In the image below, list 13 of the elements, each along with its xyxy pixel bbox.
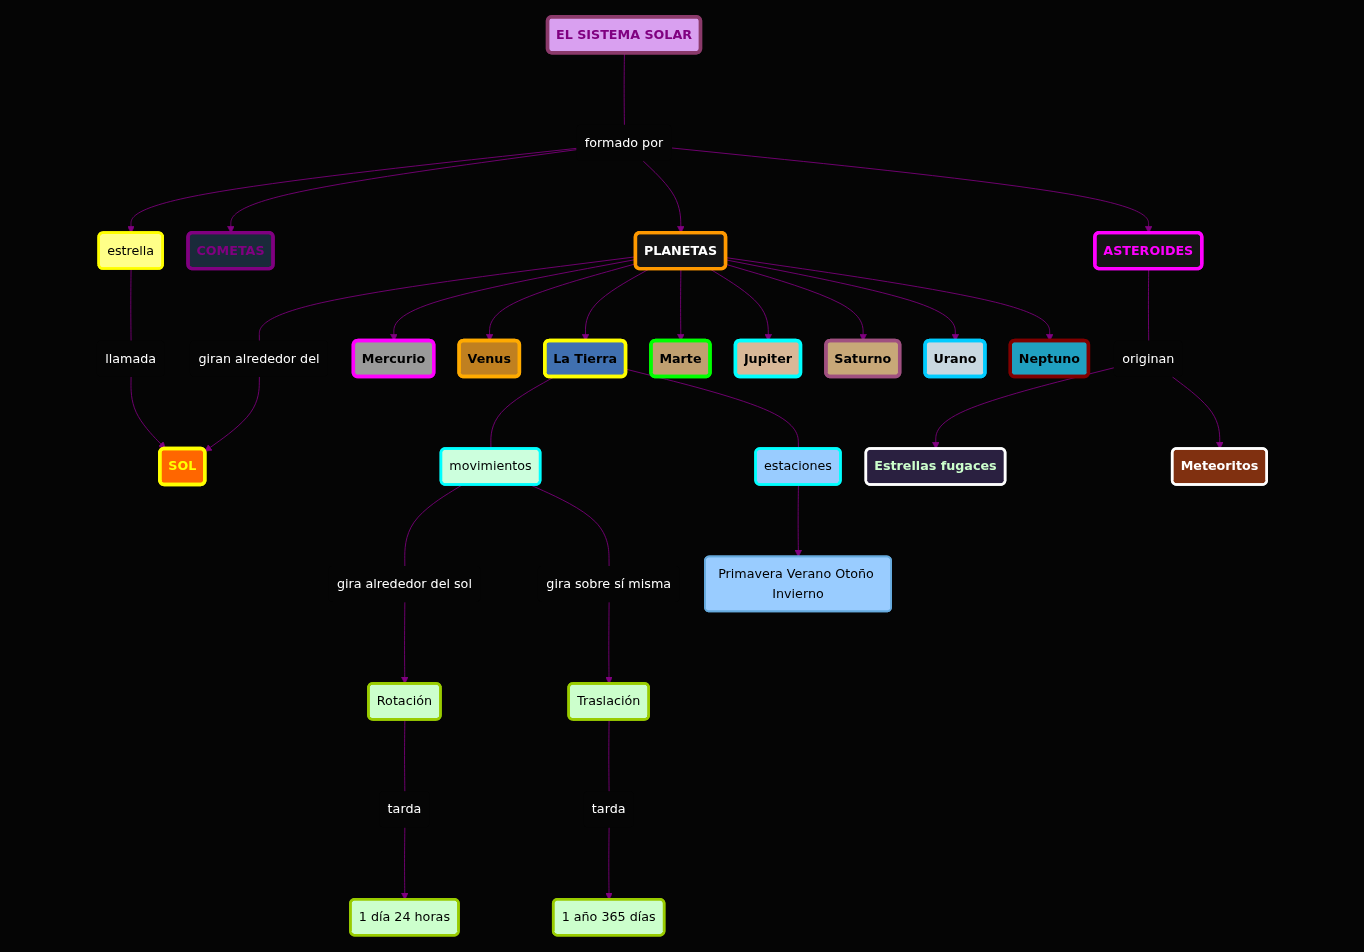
connector (1148, 268, 1150, 342)
connector (404, 719, 406, 793)
node-text: llamada (105, 350, 157, 366)
node-text: tarda (592, 801, 626, 817)
node-text: gira sobre sí misma (546, 576, 672, 592)
connector (608, 719, 610, 793)
node-text: originan (1122, 350, 1175, 366)
connector (623, 52, 626, 126)
node-text: formado por (585, 134, 664, 151)
node-text: gira alrededor del sol (337, 576, 473, 592)
connector (130, 268, 132, 342)
node-text: tarda (387, 801, 422, 817)
node-text: giran alrededor del (198, 350, 320, 366)
